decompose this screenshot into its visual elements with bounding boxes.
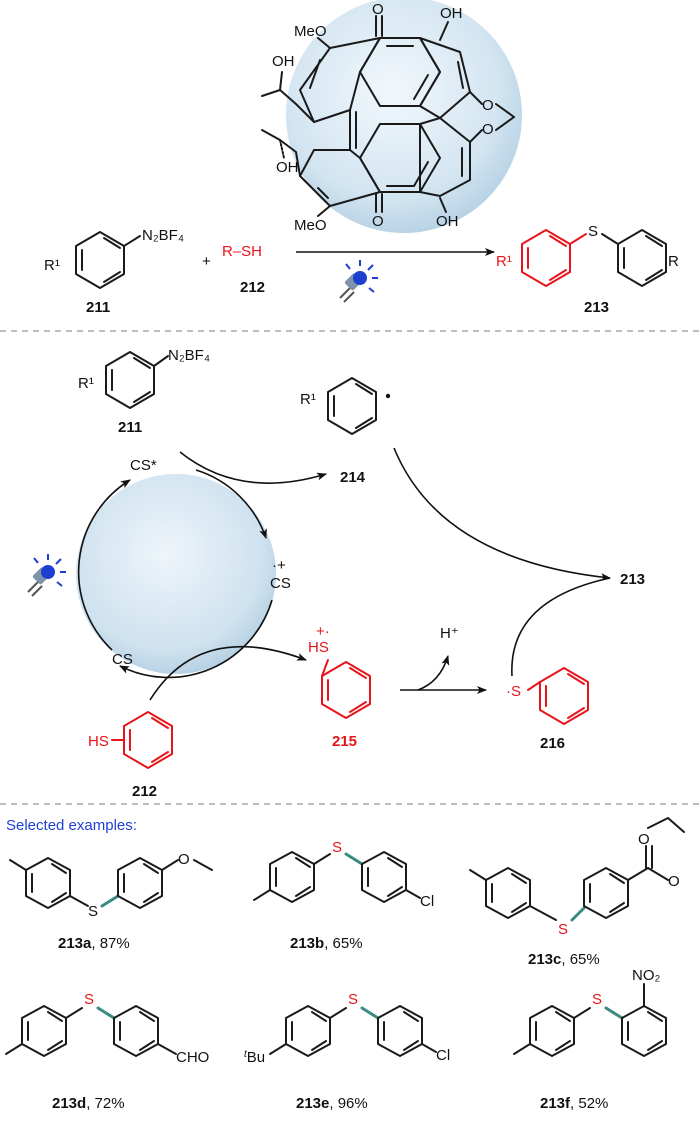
sulfur-label: S [588,223,598,240]
sulfur-label: S [84,991,94,1008]
carbonyl-oxygen-label: O [372,213,384,230]
thiol-label: R–SH [222,243,262,260]
ether-oxygen-label: O [482,121,494,138]
example-213a: S O 213a, 87% [9,851,213,952]
radical-cation-mark: ·+ [272,557,286,574]
compound-number: 213 [620,571,645,588]
thiol-label: HS [88,733,109,750]
catalytic-cycle-sphere [76,474,276,674]
chloro-label: Cl [420,893,434,910]
compound-number: 215 [332,733,357,750]
thiyl-radical-structure [527,667,589,725]
example-213c: S O O 213c, 65% [469,817,685,968]
nitro-label: NO₂ [632,967,661,984]
sulfur-label: S [348,991,358,1008]
radical-dot [385,393,391,399]
sulfur-label: S [332,839,342,856]
aldehyde-label: CHO [176,1049,209,1066]
chloro-label: Cl [436,1047,450,1064]
compound-number: 216 [540,735,565,752]
thiol-label: HS [308,639,329,656]
example-compound-number: 213f, 52% [540,1095,608,1112]
thiophenol-structure [111,711,173,769]
example-213b: S Cl 213b, 65% [253,839,434,952]
radical-cation-catalyst-label: CS [270,575,291,592]
r1-substituent-label: R¹ [78,375,94,392]
r1-substituent-label: R¹ [496,253,512,270]
excited-catalyst-label: CS* [130,457,157,474]
r1-substituent-label: R¹ [300,391,316,408]
hydroxy-label: OH [276,159,299,176]
hydroxy-label: OH [440,5,463,22]
example-213d: S CHO 213d, 72% [5,991,209,1112]
photocatalyst: MeO OH O OH OH O O OH MeO O OH [261,0,522,234]
example-compound-number: 213d, 72% [52,1095,125,1112]
ground-catalyst-label: CS [112,651,133,668]
carbonyl-oxygen-label: O [372,1,384,18]
compound-211-structure [75,231,141,289]
overall-reaction: N₂BF₄ R¹ 211 + R–SH 212 R¹ S R 213 [44,223,679,316]
hydroxy-label: OH [272,53,295,70]
blue-led-icon [339,259,379,303]
thiyl-radical-label: ·S [506,683,521,700]
examples-heading: Selected examples: [6,817,137,834]
proton-loss-arrow [417,655,450,691]
blue-led-icon [27,553,67,597]
methoxy-label: MeO [294,217,327,234]
compound-number: 212 [132,783,157,800]
sulfur-label: S [558,921,568,938]
photocatalyst-skeleton [261,15,515,217]
oxygen-label: O [638,831,650,848]
compound-number: 211 [86,299,110,316]
example-compound-number: 213e, 96% [296,1095,368,1112]
compound-number: 214 [340,469,366,486]
example-213e: S tBu Cl 213e, 96% [244,991,450,1112]
plus-sign: + [202,253,211,270]
thiol-radical-cation-structure [321,659,371,719]
proton-label: H⁺ [440,625,459,642]
compound-213-right-ring [601,229,667,287]
aryl-radical-structure [327,377,377,435]
example-compound-number: 213a, 87% [58,935,130,952]
diazonium-group-label: N₂BF₄ [168,347,210,364]
r1-substituent-label: R¹ [44,257,60,274]
sulfur-label: S [88,903,98,920]
oxygen-label: O [668,873,680,890]
example-compound-number: 213c, 65% [528,951,600,968]
radical-coupling-arrow [393,447,611,582]
hydroxy-label: OH [436,213,459,230]
cycle-arrow [119,599,273,679]
compound-number: 211 [118,419,142,436]
coupling-arrow [511,577,611,677]
example-compound-number: 213b, 65% [290,935,363,952]
example-213f: S NO₂ 213f, 52% [513,967,667,1112]
cycle-arrow [77,479,131,651]
ether-oxygen-label: O [482,97,494,114]
electron-transfer-arrow [179,451,327,484]
radical-cation-mark: +· [316,623,330,640]
methoxy-label: MeO [294,23,327,40]
sulfur-label: S [592,991,602,1008]
oxidation-arrow [149,645,307,701]
compound-211-structure [105,351,169,409]
cycle-arrow [195,469,267,539]
compound-number: 212 [240,279,265,296]
diazonium-group-label: N₂BF₄ [142,227,184,244]
compound-213-left-ring [521,229,587,287]
mechanism: N₂BF₄ R¹ 211 R¹ 214 CS* ·+ CS CS 213 [27,347,645,800]
compound-number: 213 [584,299,609,316]
oxygen-label: O [178,851,190,868]
tert-butyl-label: tBu [244,1049,265,1066]
r-substituent-label: R [668,253,679,270]
